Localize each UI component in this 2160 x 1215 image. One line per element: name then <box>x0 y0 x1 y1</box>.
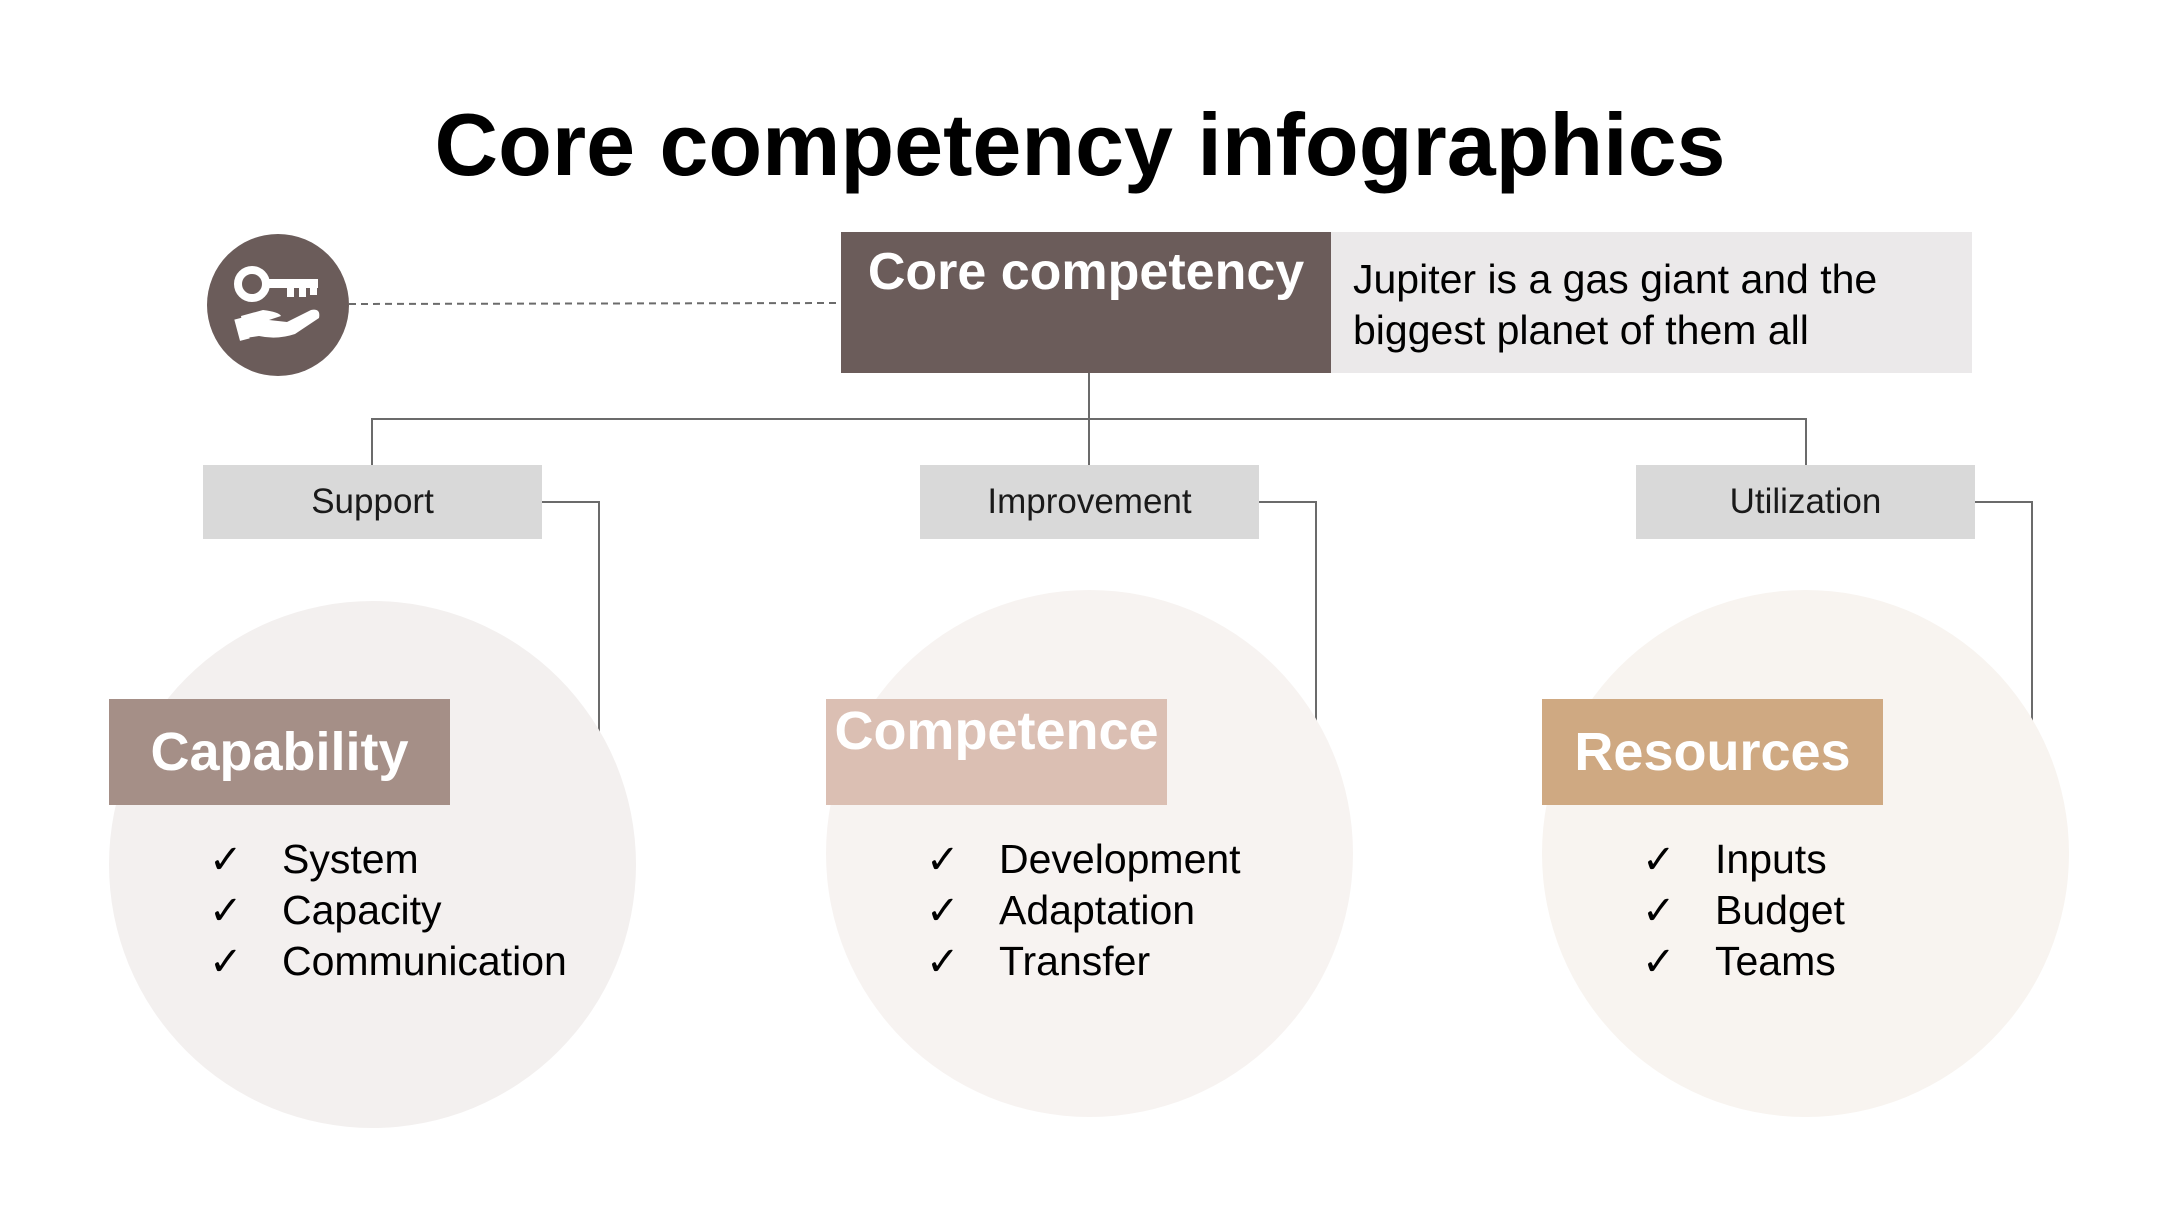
list-item: ✓System <box>196 834 567 885</box>
checklist-competence: ✓Development ✓Adaptation ✓Transfer <box>913 834 1241 987</box>
page-title: Core competency infographics <box>434 95 1726 194</box>
branch-circle-resources <box>1542 590 2069 1117</box>
category-box-resources: Resources <box>1542 699 1883 805</box>
key-in-hand-icon <box>207 234 349 376</box>
checklist-capability: ✓System ✓Capacity ✓Communication <box>196 834 567 987</box>
check-icon: ✓ <box>1642 888 1676 934</box>
check-icon: ✓ <box>1642 939 1676 985</box>
list-item: ✓Budget <box>1629 885 1845 936</box>
list-item: ✓Adaptation <box>913 885 1241 936</box>
category-box-competence: Competence <box>826 699 1167 805</box>
branch-circle-competence <box>826 590 1353 1117</box>
check-icon: ✓ <box>926 888 960 934</box>
category-box-capability: Capability <box>109 699 450 805</box>
list-item: ✓Transfer <box>913 936 1241 987</box>
check-icon: ✓ <box>209 888 243 934</box>
checklist-resources: ✓Inputs ✓Budget ✓Teams <box>1629 834 1845 987</box>
list-item: ✓Inputs <box>1629 834 1845 885</box>
core-description: Jupiter is a gas giant and the biggest p… <box>1331 232 1972 373</box>
branch-label-support: Support <box>203 465 542 539</box>
list-item: ✓Capacity <box>196 885 567 936</box>
check-icon: ✓ <box>1642 837 1676 883</box>
check-icon: ✓ <box>926 837 960 883</box>
list-item: ✓Communication <box>196 936 567 987</box>
branch-label-improvement: Improvement <box>920 465 1259 539</box>
core-competency-box: Core competency <box>841 232 1331 373</box>
branch-label-utilization: Utilization <box>1636 465 1975 539</box>
branch-circle-capability <box>109 601 636 1128</box>
check-icon: ✓ <box>209 837 243 883</box>
list-item: ✓Development <box>913 834 1241 885</box>
check-icon: ✓ <box>926 939 960 985</box>
list-item: ✓Teams <box>1629 936 1845 987</box>
check-icon: ✓ <box>209 939 243 985</box>
icon-connector-dashed <box>348 302 842 305</box>
